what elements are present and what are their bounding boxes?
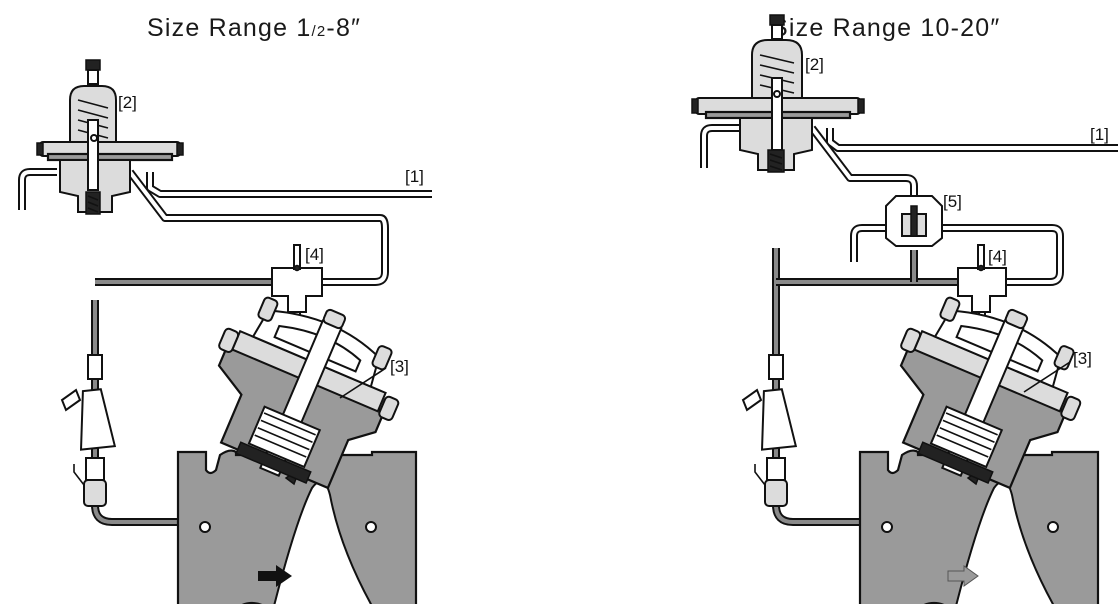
callout-5-right: [5]	[943, 192, 962, 211]
callout-1-left: [1]	[405, 167, 424, 186]
callout-1-right: [1]	[1090, 125, 1109, 144]
left-diagram	[18, 59, 432, 604]
title-left: Size Range 1/2-8″	[147, 14, 362, 42]
callout-2-left: [2]	[118, 93, 137, 112]
callout-3-left: [3]	[390, 357, 409, 376]
callout-3-right: [3]	[1073, 349, 1092, 368]
callout-2-right: [2]	[805, 55, 824, 74]
callout-4-left: [4]	[305, 245, 324, 264]
callout-4-right: [4]	[988, 247, 1007, 266]
title-right: Size Range 10-20″	[771, 14, 1001, 42]
right-diagram	[691, 14, 1118, 604]
